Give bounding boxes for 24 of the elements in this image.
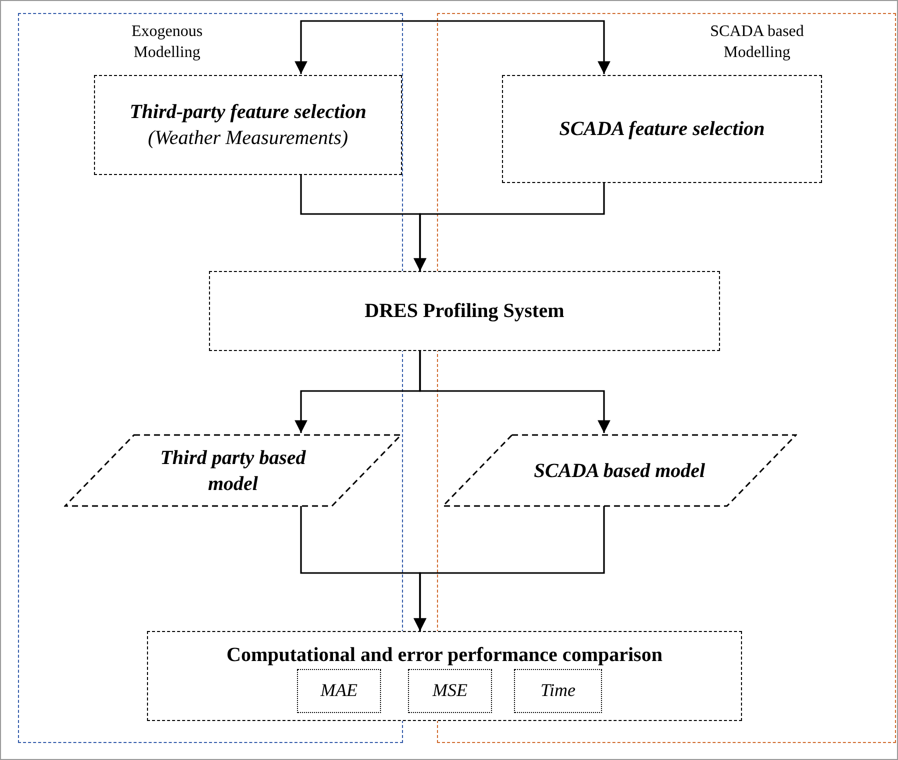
metric-label: Time	[540, 679, 576, 702]
arrow	[419, 351, 610, 433]
box-title: DRES Profiling System	[364, 299, 564, 324]
process-box	[502, 75, 822, 183]
arrow	[420, 20, 610, 74]
metric-box	[297, 669, 381, 713]
arrow	[414, 182, 605, 271]
box-subtitle: (Weather Measurements)	[148, 126, 348, 151]
region-heading: Exogenous Modelling	[130, 22, 204, 63]
arrow	[294, 20, 420, 74]
arrow	[414, 506, 605, 631]
region-heading: SCADA based Modelling	[709, 22, 805, 63]
box-title: Third party based model	[159, 446, 307, 496]
box-title: SCADA feature selection	[559, 117, 765, 142]
box-title: Computational and error performance comparison	[226, 643, 662, 668]
metric-box	[514, 669, 602, 713]
data-parallelogram	[64, 434, 402, 507]
box-title: Third-party feature selection	[130, 100, 366, 125]
process-box	[209, 271, 720, 351]
metric-label: MSE	[432, 679, 468, 702]
data-parallelogram	[442, 434, 797, 507]
process-box	[94, 75, 402, 175]
box-title: SCADA based model	[532, 458, 706, 484]
metric-label: MAE	[320, 679, 358, 702]
